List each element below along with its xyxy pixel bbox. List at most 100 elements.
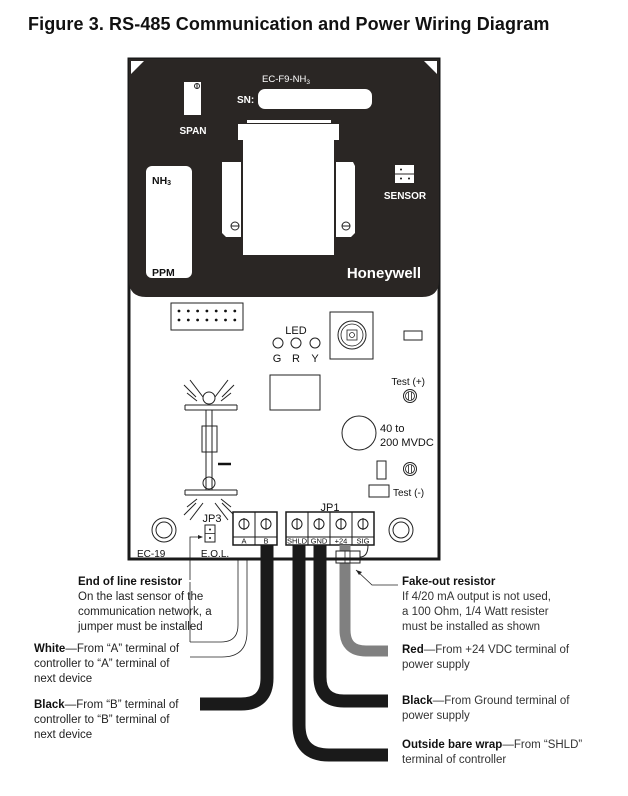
led-color-label: R [292,353,300,365]
note-line: communication network, a [78,606,212,618]
serial-label: SN: [237,95,254,106]
terminal-label: A [241,537,246,546]
pin-header [170,302,244,331]
led-color-label: G [273,353,282,365]
header-pin [214,318,218,322]
display-unit-label: PPM [152,267,175,279]
note-line: jumper must be installed [78,621,203,633]
note-heading: White [34,643,66,655]
small-component [376,460,387,480]
led-green-icon [272,337,284,349]
test-plus-label: Test (+) [391,377,425,388]
span-potentiometer [184,82,201,115]
model-label: EC-F9-NH3 [262,74,310,86]
terminal-label: B [263,537,268,546]
terminal-label: +24 [335,537,348,546]
jp3-label: JP3 [203,513,222,525]
note-line: a 100 Ohm, 1/4 Watt resister [402,606,549,618]
fake-out-resistor [335,550,361,564]
note-line: controller to “B” terminal of [34,714,170,726]
led-label: LED [285,325,306,337]
header-pin [214,309,218,313]
voltage-label: 40 to [380,423,404,435]
header-pin [233,318,237,322]
header-pin [196,318,200,322]
sensor-body [243,140,334,255]
eol-leader-line [189,536,201,580]
shield-wire [292,545,388,762]
push-button [329,311,374,360]
note-line: power supply [402,659,470,671]
header-pin [205,318,209,322]
mounting-hole [388,517,414,543]
note-line: next device [34,673,93,685]
header-pin [177,318,181,322]
note-heading: Outside bare wrap [402,739,503,751]
sensor-cap [238,124,339,140]
mounting-hole [151,517,177,543]
note-heading: Red [402,644,424,656]
header-pin [233,309,237,313]
test-plus-screw-icon [403,389,417,403]
black-wire-gnd [313,545,388,708]
note-red-wire: Red—From +24 VDC terminal of power suppl… [402,643,569,673]
display-gas-label: NH3 [152,175,171,187]
note-fakeout-resistor: Fake-out resistor If 4/20 mA output is n… [402,575,551,635]
eol-label: E.O.L. [201,549,229,560]
jp1-label: JP1 [321,502,340,514]
fakeout-leader-line [355,569,398,586]
header-pin [177,309,181,313]
led-color-label: Y [311,353,319,365]
note-line: terminal of controller [402,754,507,766]
test-minus-label: Test (-) [393,488,424,499]
header-pin [224,318,227,322]
note-line: If 4/20 mA output is not used, [402,591,551,603]
honeywell-logo: Honeywell [347,265,421,282]
red-wire [339,545,388,657]
note-eol-resistor: End of line resistor On the last sensor … [78,575,212,635]
test-minus-screw-icon [403,462,417,476]
led-yellow-icon [309,337,321,349]
note-black-b-wire: Black—From “B” terminal of controller to… [34,698,178,743]
note-text: —From “B” terminal of [64,699,179,711]
terminal-label: SIG [357,537,370,546]
note-black-gnd-wire: Black—From Ground terminal of power supp… [402,694,569,724]
note-line: power supply [402,710,470,722]
note-shield-wire: Outside bare wrap—From “SHLD” terminal o… [402,738,582,768]
note-line: must be installed as shown [402,621,541,633]
note-text: —From Ground terminal of [432,695,570,707]
terminal-label: GND [311,537,328,546]
header-pin [224,309,227,313]
gas-display-window [146,166,192,278]
wires [188,535,398,762]
note-text: —From “SHLD” [502,739,583,751]
header-pin [205,309,209,313]
serial-number-field [258,89,372,109]
note-heading: End of line resistor [78,576,183,588]
note-text: —From +24 VDC terminal of [423,644,570,656]
heatsink [183,379,238,521]
corner-notch [424,61,437,74]
terminal-label: SHLD [287,537,308,546]
note-line: On the last sensor of the [78,591,204,603]
black-wire-b [200,545,274,711]
small-component [403,330,423,341]
voltage-label: 200 MVDC [380,437,434,449]
figure-title: Figure 3. RS-485 Communication and Power… [28,14,550,34]
capacitor [341,415,377,451]
sensor-cap-rim [247,120,331,123]
small-component [368,484,390,498]
board-id-label: EC-19 [137,549,166,560]
sensor-label: SENSOR [384,191,427,202]
header-pin [196,309,200,313]
white-wire [190,559,248,658]
note-heading: Black [402,695,433,707]
span-label: SPAN [179,126,206,137]
header-pin [186,309,190,313]
note-heading: Fake-out resistor [402,576,496,588]
note-heading: Black [34,699,65,711]
led-red-icon [290,337,302,349]
